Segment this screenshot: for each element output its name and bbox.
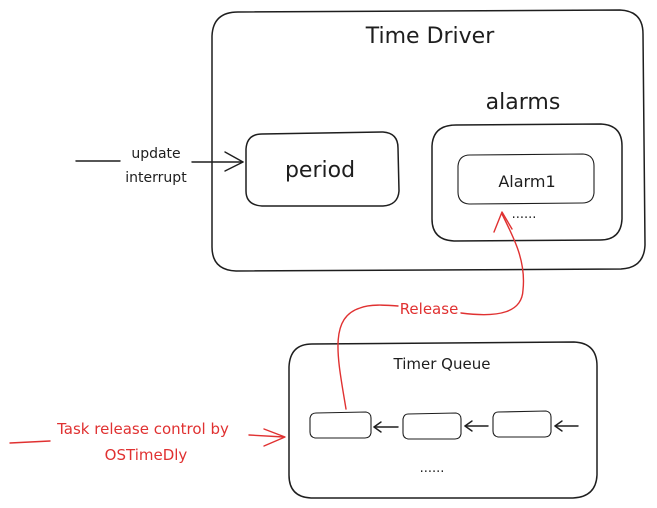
update-interrupt-arrow <box>75 151 244 172</box>
period-label: period <box>285 158 355 183</box>
alarms-more-ellipsis: ...... <box>512 207 537 222</box>
queue-node-2 <box>402 412 462 440</box>
alarms-label: alarms <box>486 90 561 115</box>
task-release-arrow <box>9 428 286 447</box>
timer-queue-box <box>288 341 598 499</box>
update-interrupt-line2: interrupt <box>125 170 187 186</box>
release-label: Release <box>400 300 459 318</box>
alarm1-label: Alarm1 <box>498 172 555 191</box>
alarms-box <box>431 123 623 242</box>
queue-arrow-2-to-1 <box>373 421 399 433</box>
time-driver-title: Time Driver <box>365 24 495 49</box>
timer-queue-title: Timer Queue <box>393 355 491 373</box>
release-arrow <box>337 211 525 410</box>
update-interrupt-line1: update <box>131 146 180 162</box>
queue-node-3 <box>492 410 552 438</box>
time-driver-box <box>211 9 646 272</box>
alarm1-box <box>457 153 595 205</box>
task-release-line1: Task release control by <box>56 420 229 438</box>
queue-node-1 <box>309 411 372 439</box>
task-release-line2: OSTimeDly <box>105 446 188 464</box>
timer-queue-more-ellipsis: ...... <box>420 461 445 476</box>
queue-arrow-incoming <box>554 420 579 432</box>
period-box <box>245 131 400 207</box>
queue-arrow-3-to-2 <box>464 420 489 432</box>
